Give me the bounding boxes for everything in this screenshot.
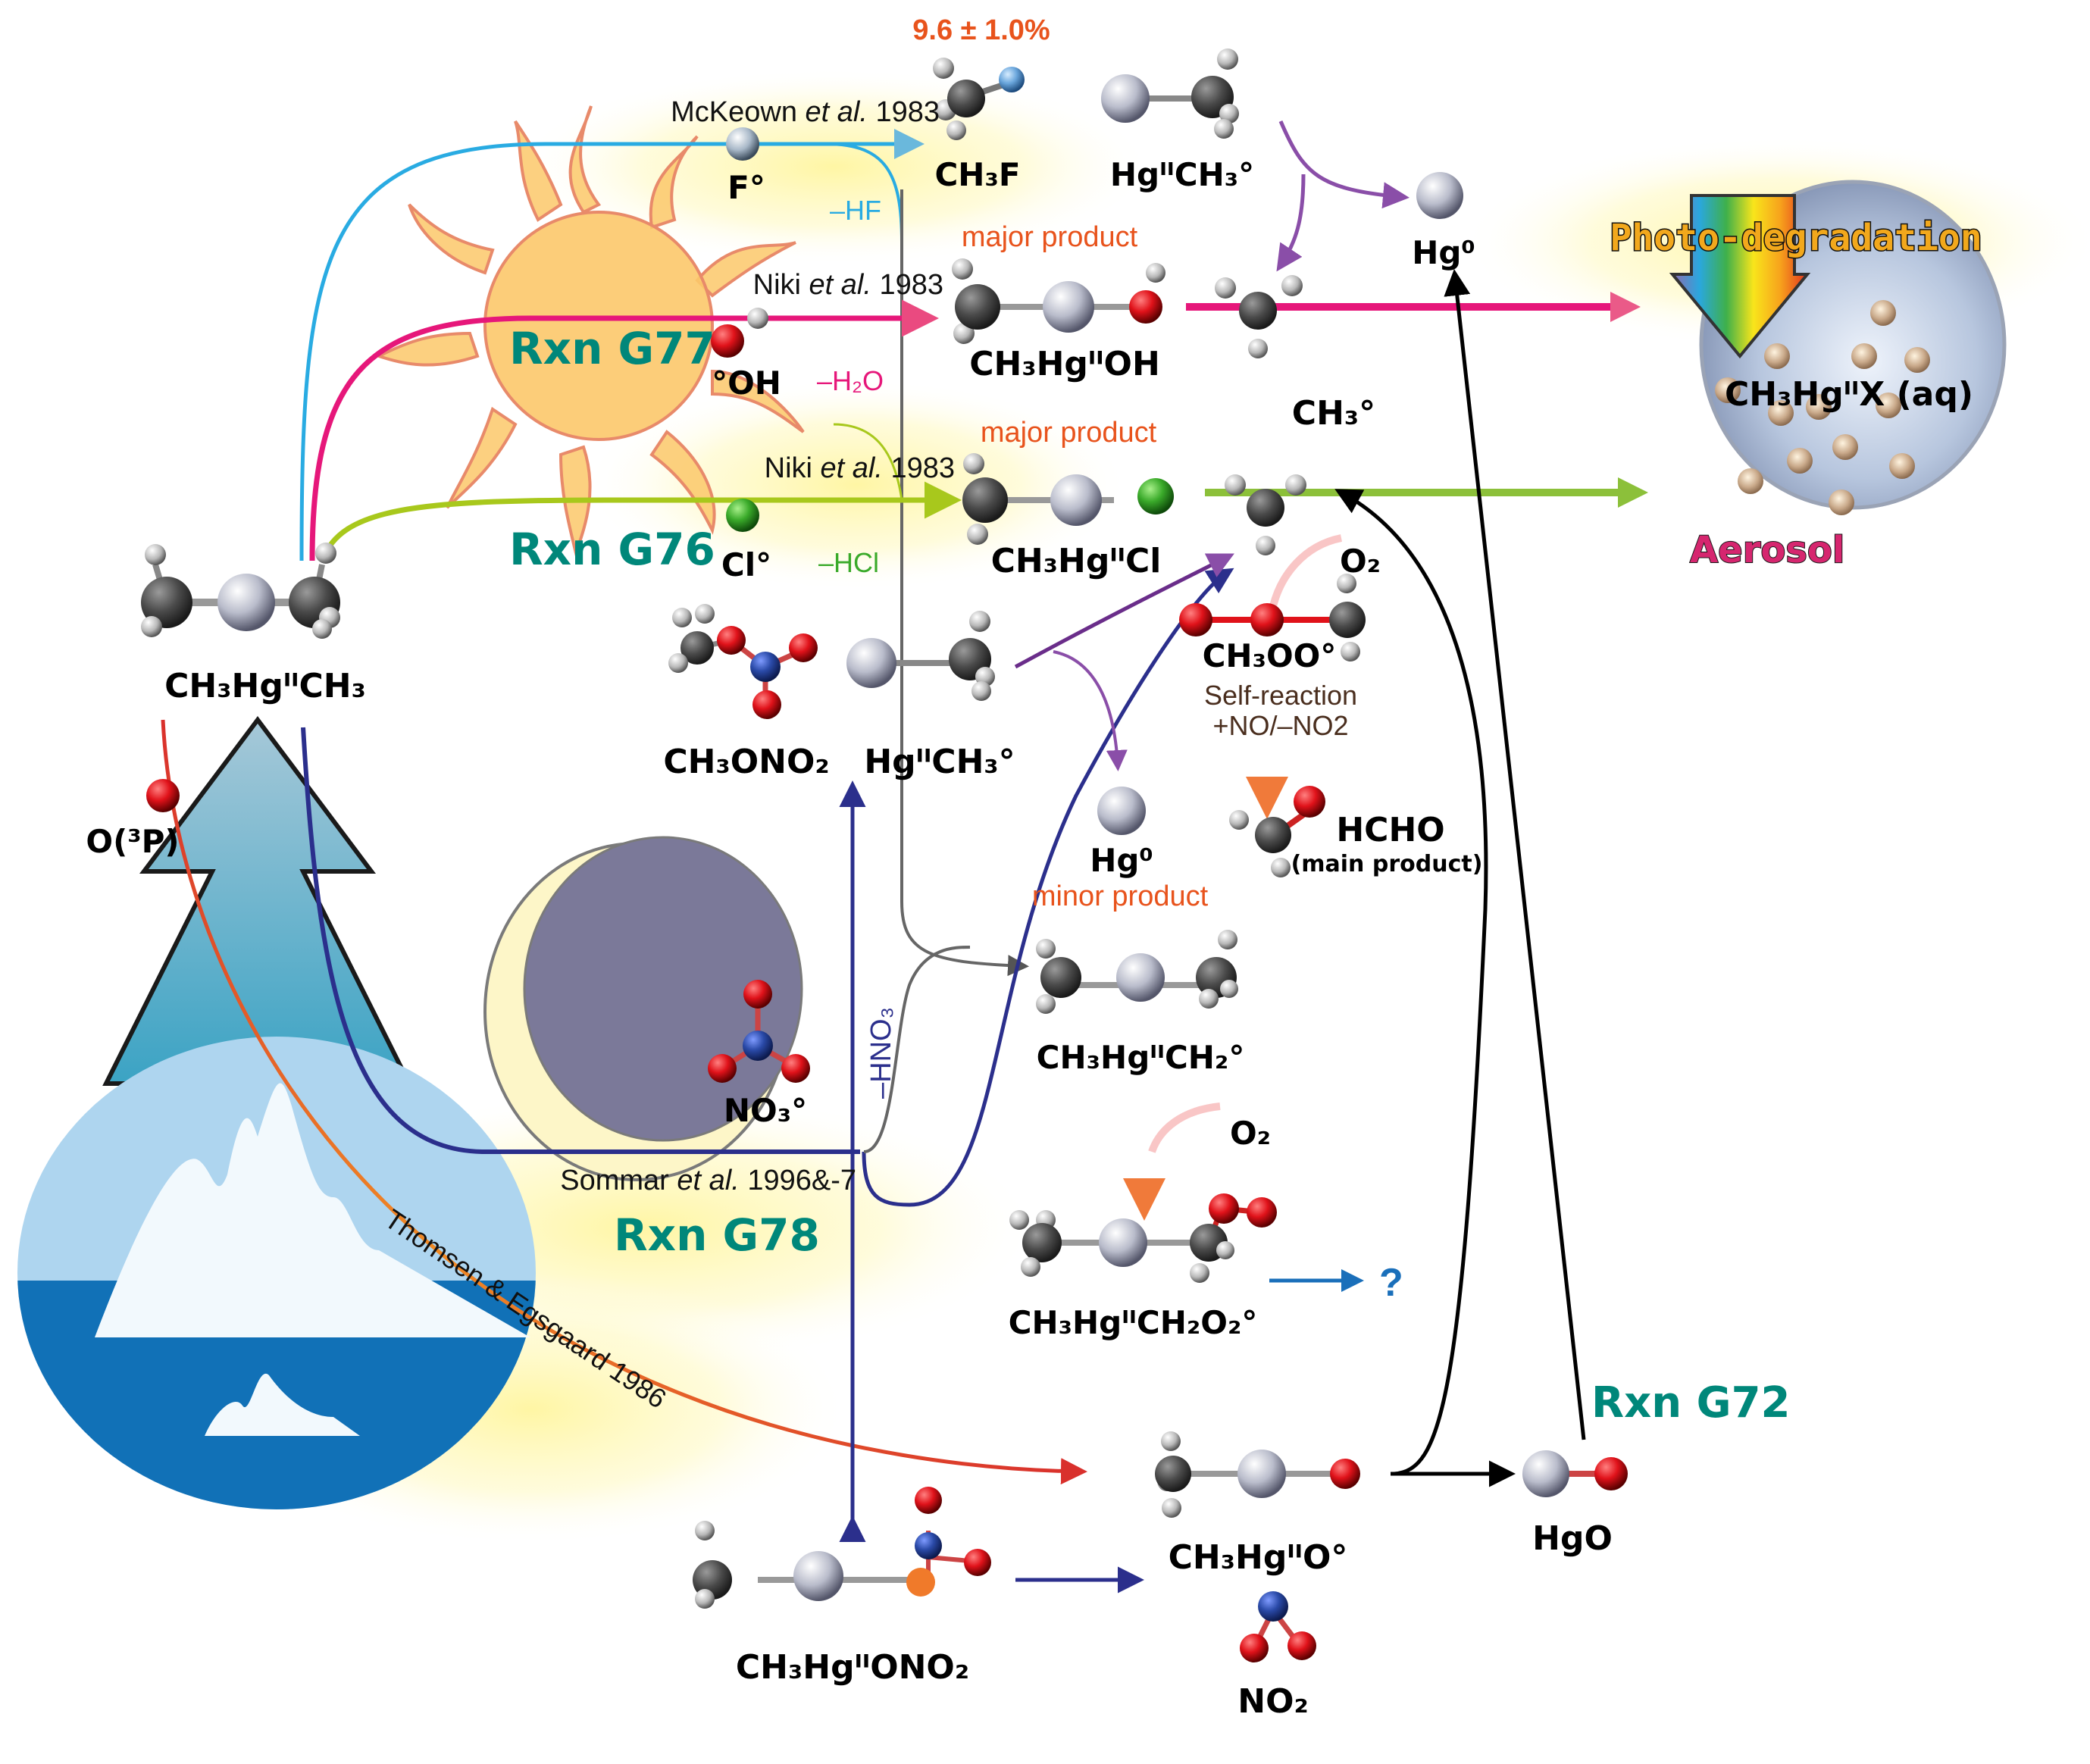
hgch3-top-to-hg0-arrow xyxy=(1278,120,1409,209)
photo-degradation-label: Photo-degradation xyxy=(1610,217,1982,259)
water-drop-with-iceberg-icon xyxy=(17,716,536,1509)
fluorine-pathway-arrow xyxy=(299,129,925,561)
hcho-formula: HCHO xyxy=(1336,811,1444,849)
aerosol-droplet xyxy=(1669,180,2007,515)
oxidant-f-label: F° xyxy=(727,169,765,206)
ch3hgch2o2-formula: CH₃HgᴵᴵCH₂O₂° xyxy=(1009,1304,1258,1341)
atom-oxygen-3p xyxy=(146,779,180,812)
rxn-g72-label: Rxn G72 xyxy=(1591,1378,1791,1428)
rxn-g76-label: Rxn G76 xyxy=(509,524,715,575)
molecule-ch3hgono2 xyxy=(693,1487,991,1609)
molecule-ch3ono2 xyxy=(668,604,818,719)
molecule-no2 xyxy=(1240,1591,1316,1662)
hgch3-top-to-ch3-arrow xyxy=(1276,174,1306,272)
loss-hcl: –HCl xyxy=(818,547,879,578)
hgch3-top-formula: HgᴵᴵCH₃° xyxy=(1110,156,1254,193)
o2-label-a: O₂ xyxy=(1340,543,1381,580)
no2-formula: NO₂ xyxy=(1237,1682,1309,1721)
reference-niki-oh: Niki et al. 1983 xyxy=(753,269,943,301)
molecule-hgch3-mid xyxy=(846,611,995,701)
oxidant-cl-label: Cl° xyxy=(721,546,771,583)
aerosol-species-formula: CH₃HgᴵᴵX (aq) xyxy=(1725,375,1973,414)
hg0-mid-note: minor product xyxy=(1032,880,1209,912)
o2-label-b: O₂ xyxy=(1230,1115,1271,1152)
ch3-radical-formula: CH₃° xyxy=(1292,394,1375,433)
hgo-to-hg0-arrow xyxy=(1444,269,1586,1440)
molecule-hcho xyxy=(1229,786,1325,877)
oxidant-o3p-label: O(³P) xyxy=(86,823,179,860)
hgch3-to-hg0-arrow xyxy=(1053,650,1128,771)
ch3hgono2-formula: CH₃HgᴵᴵONO₂ xyxy=(736,1648,969,1687)
ch3hgo-formula: CH₃HgᴵᴵO° xyxy=(1169,1538,1348,1577)
molecule-hgch3-top xyxy=(1101,48,1239,139)
hgch3-mid-formula: HgᴵᴵCH₃° xyxy=(864,743,1015,781)
oxidant-oh-label: °OH xyxy=(712,364,781,402)
reference-sommar: Sommar et al. 1996&-7 xyxy=(560,1165,856,1196)
molecule-ch3hgo xyxy=(1155,1431,1360,1518)
ch3hgo-to-ch3-arrow xyxy=(1334,489,1488,1476)
ch3oo-formula: CH₃OO° xyxy=(1203,637,1337,674)
rainbow-down-arrow-icon xyxy=(1669,194,1811,359)
reference-niki-cl: Niki et al. 1983 xyxy=(765,452,955,484)
sun-icon xyxy=(374,105,805,559)
oh-pathway-arrow xyxy=(309,299,939,561)
unknown-product-label: ? xyxy=(1379,1261,1403,1305)
ch3hgoh-note: major product xyxy=(962,221,1138,253)
hgo-formula: HgO xyxy=(1532,1519,1613,1558)
molecule-ch3-radical-mid xyxy=(1225,474,1306,555)
hg0-mid-formula: Hg⁰ xyxy=(1090,842,1153,879)
h-abstraction-pathway-line xyxy=(900,189,1029,977)
ch3hgcl-formula: CH₃HgᴵᴵCl xyxy=(991,542,1162,580)
aerosol-label: Aerosol xyxy=(1690,529,1844,571)
hcho-note: (main product) xyxy=(1291,851,1483,877)
molecule-ch3hgch3 xyxy=(141,543,340,639)
reference-mckeown: McKeown et al. 1983 xyxy=(671,96,940,128)
molecule-ch3f xyxy=(933,58,1025,140)
molecule-ch3-radical-top xyxy=(1215,275,1303,358)
ch3hgch2-formula: CH₃HgᴵᴵCH₂° xyxy=(1037,1039,1245,1076)
molecule-oh xyxy=(711,308,768,358)
ch3oo-process-line2: +NO/–NO2 xyxy=(1212,710,1348,741)
atom-fluorine xyxy=(726,127,759,161)
rxn-g78-label: Rxn G78 xyxy=(614,1209,820,1261)
molecule-ch3hgoh xyxy=(952,258,1165,344)
hgch3-to-ch3-arrow xyxy=(1014,553,1234,669)
source-formula: CH₃HgᴵᴵCH₃ xyxy=(164,667,366,705)
hg0-top-formula: Hg⁰ xyxy=(1412,234,1475,271)
molecule-ch3hgch2 xyxy=(1036,930,1238,1014)
loss-h2o: –H₂O xyxy=(817,365,884,396)
loss-hf: –HF xyxy=(830,195,881,226)
molecule-no3 xyxy=(708,980,810,1083)
ch3f-yield: 9.6 ± 1.0% xyxy=(912,14,1050,46)
o3p-pathway-arrow xyxy=(161,719,1087,1485)
atom-hg0-mid xyxy=(1097,787,1146,835)
rxn-g77-label: Rxn G77 xyxy=(509,323,715,374)
oxidant-no3-label: NO₃° xyxy=(724,1092,807,1129)
loss-hno3: –HNO₃ xyxy=(865,1007,897,1099)
ch3hgcl-note: major product xyxy=(981,417,1157,449)
ch3oo-process-line1: Self-reaction xyxy=(1204,680,1357,711)
ch3f-formula: CH₃F xyxy=(934,156,1020,193)
atom-chlorine xyxy=(726,499,759,532)
atom-hg0-top xyxy=(1416,172,1463,219)
molecule-ch3hgcl xyxy=(962,453,1174,545)
ch3hgoh-formula: CH₃HgᴵᴵOH xyxy=(969,345,1160,383)
ch3ono2-formula: CH₃ONO₂ xyxy=(663,743,829,781)
molecule-ch3hgch2o2 xyxy=(1009,1193,1277,1283)
molecule-hgo xyxy=(1522,1450,1628,1497)
no3-pathway-arrow xyxy=(301,727,860,1154)
molecule-ch3oo xyxy=(1179,574,1366,662)
cl-pathway-arrow xyxy=(319,481,962,562)
